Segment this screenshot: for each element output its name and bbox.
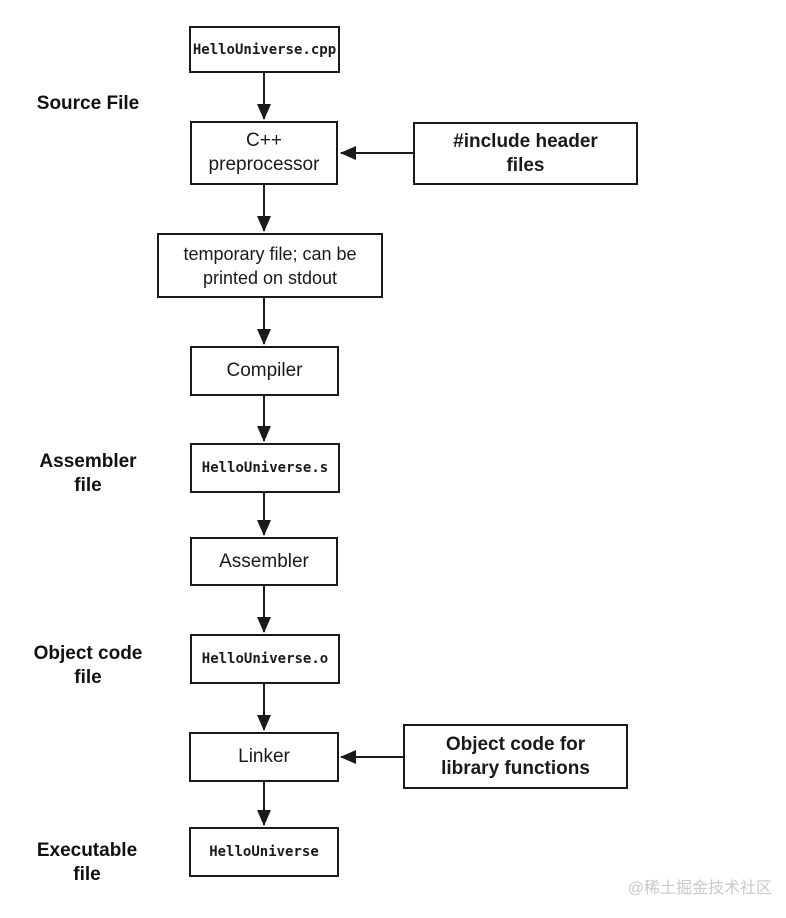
node-label: HelloUniverse.o	[201, 651, 329, 667]
node-object-file-box: HelloUniverse.o	[190, 634, 340, 684]
node-linker: Linker	[189, 732, 339, 782]
side-label-line2: file	[73, 864, 101, 885]
node-label: Assembler	[219, 550, 309, 572]
node-compiler: Compiler	[190, 346, 339, 396]
node-label: HelloUniverse.s	[201, 460, 329, 476]
side-label-line1: Executable	[36, 840, 138, 861]
side-label-line1: Object code	[33, 643, 143, 664]
node-label-line1: Object code for	[445, 733, 586, 755]
node-label: HelloUniverse	[209, 844, 319, 860]
node-temp-file: temporary file; can be printed on stdout	[157, 233, 383, 298]
node-executable-box: HelloUniverse	[189, 827, 339, 877]
side-label-executable-file: Executable file	[16, 839, 158, 887]
side-label-line1: Assembler	[39, 451, 137, 472]
node-label: HelloUniverse.cpp	[192, 41, 337, 58]
node-label: Compiler	[226, 360, 303, 381]
side-label-object-code-file: Object code file	[13, 642, 163, 690]
node-preprocessor: C++ preprocessor	[190, 121, 338, 185]
node-source-file-box: HelloUniverse.cpp	[189, 26, 340, 73]
node-label-line2: files	[506, 154, 545, 176]
node-assembler: Assembler	[190, 537, 338, 586]
side-label-line2: file	[74, 667, 102, 688]
node-label-line1: #include header	[453, 130, 598, 152]
side-label-assembler-file: Assembler file	[20, 450, 156, 498]
node-library-objects: Object code for library functions	[403, 724, 628, 789]
node-label-line1: temporary file; can be	[183, 243, 357, 264]
watermark-text: @稀土掘金技术社区	[627, 880, 772, 897]
side-label-line2: file	[74, 475, 102, 496]
node-label-line2: preprocessor	[208, 154, 320, 175]
node-label-line2: library functions	[441, 757, 590, 779]
node-include-headers: #include header files	[413, 122, 638, 185]
node-label: Linker	[238, 746, 290, 767]
side-label-source-file: Source File	[20, 92, 156, 116]
node-assembler-file-box: HelloUniverse.s	[190, 443, 340, 493]
side-label-line1: Source File	[36, 93, 140, 114]
node-label-line2: printed on stdout	[202, 267, 338, 288]
node-label-line1: C++	[246, 130, 282, 151]
